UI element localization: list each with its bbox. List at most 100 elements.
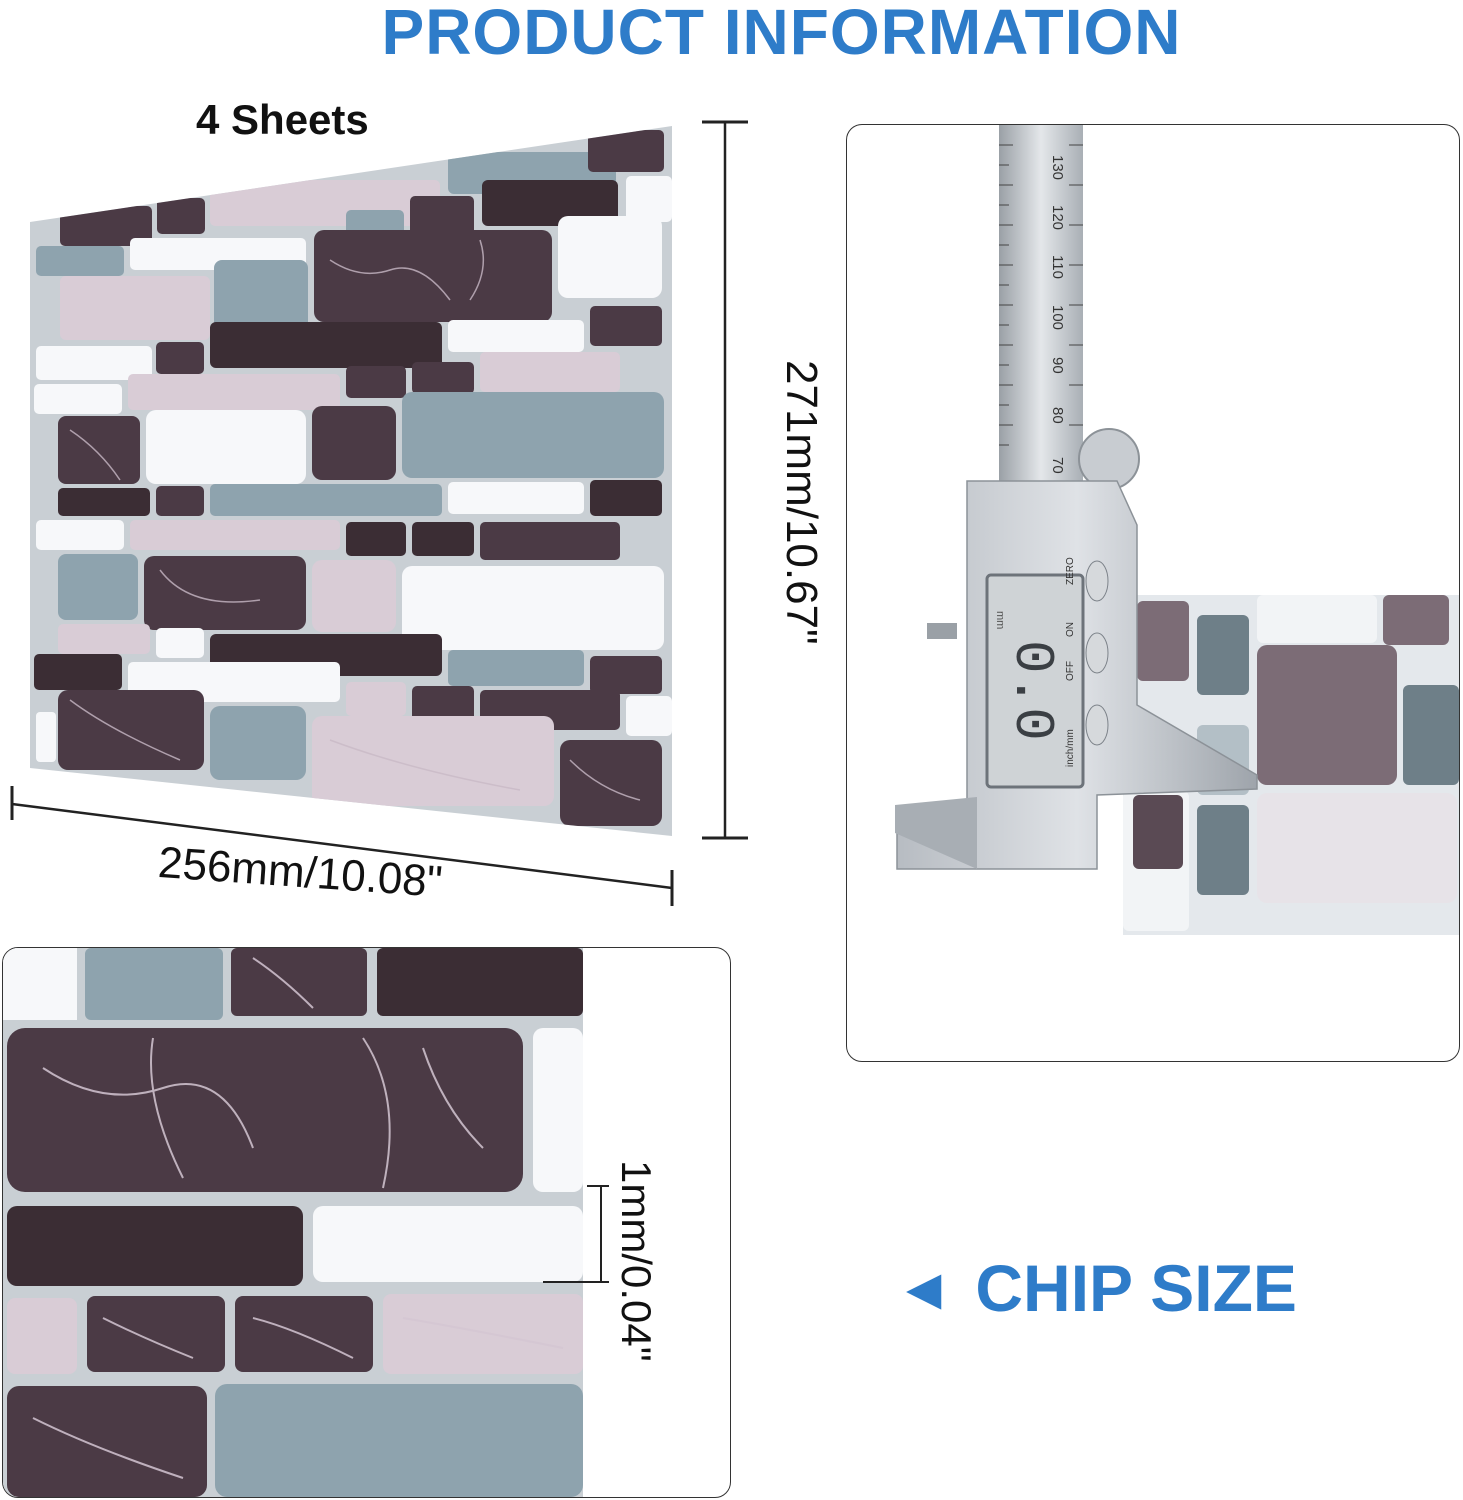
tile-dark: [1257, 645, 1397, 785]
tile-dark: [346, 366, 406, 398]
tile-dark: [34, 654, 122, 690]
tile-white: [313, 1206, 583, 1282]
tile-grey: [210, 484, 442, 516]
tile-grey: [215, 1384, 583, 1497]
chip-size-heading: ◀ CHIP SIZE: [906, 1250, 1297, 1326]
caliper-illustration: 130 120 110 100 90 80 70 mm 0.0 ZERO ON …: [895, 125, 1459, 935]
tile-dark: [60, 206, 152, 246]
tile-dark: [7, 1206, 303, 1286]
tile-dark: [588, 130, 664, 172]
tile-pink: [1257, 793, 1457, 903]
thumb-roller: [1078, 428, 1140, 490]
tile-dark: [144, 556, 306, 630]
scale-label-80: 80: [1049, 407, 1066, 424]
tile-dark: [58, 416, 140, 484]
tile-white: [533, 1028, 583, 1192]
tile-pink: [7, 1298, 77, 1374]
tile-dark: [156, 342, 204, 374]
tile-white: [36, 712, 56, 762]
tile-dark: [480, 522, 620, 560]
tile-grey: [448, 650, 584, 686]
tile-white: [626, 176, 672, 222]
tile-pink: [58, 624, 150, 654]
width-dimension-line: [11, 802, 673, 890]
tile-dark: [312, 406, 396, 480]
tile-white: [146, 410, 306, 484]
tile-white: [448, 482, 584, 514]
tile-dark: [412, 362, 474, 394]
tile-dark: [560, 740, 662, 826]
tile-dark: [590, 306, 662, 346]
tile-grey: [214, 260, 308, 332]
tile-white: [448, 320, 584, 352]
tile-grey: [210, 706, 306, 780]
tile-dark: [412, 522, 474, 556]
tile-grey: [85, 948, 223, 1020]
scale-label-130: 130: [1049, 155, 1066, 180]
sheets-count-label: 4 Sheets: [196, 96, 369, 143]
tile-dark: [314, 230, 552, 322]
tile-pink: [210, 180, 440, 226]
tile-dark: [590, 480, 662, 516]
tile-pink: [130, 520, 340, 550]
arrow-left-icon: ◀: [906, 1262, 942, 1314]
scale-label-110: 110: [1049, 255, 1066, 279]
tile-grey: [1197, 805, 1249, 895]
tile-white: [34, 384, 122, 414]
tile-pink: [312, 716, 554, 806]
tile-pink: [128, 374, 340, 410]
display-reading: 0.0: [1000, 640, 1064, 741]
tile-dark: [231, 948, 367, 1016]
tile-grey: [1197, 615, 1249, 695]
tile-dark: [346, 522, 406, 556]
tile-dark: [482, 180, 618, 226]
tile-dark: [87, 1296, 225, 1372]
tile-closeup-panel: [2, 947, 731, 1498]
tile-dark: [1137, 601, 1189, 681]
off-label: OFF: [1065, 661, 1076, 681]
tile-pink: [383, 1294, 583, 1374]
marble-veins: [69, 239, 641, 801]
caliper-scale-labels: 130 120 110 100 90 80 70: [1049, 155, 1066, 474]
scale-label-70: 70: [1049, 457, 1066, 474]
zero-button[interactable]: [1085, 560, 1109, 602]
tile-dark: [156, 486, 204, 516]
tile-white: [156, 628, 204, 658]
tile-dark: [7, 1386, 207, 1497]
tile-dark: [1133, 795, 1183, 869]
caliper-button-labels: ZERO ON OFF inch/mm: [1065, 557, 1076, 767]
caliper-jaw: [895, 797, 977, 869]
tile-white: [626, 696, 672, 736]
height-dimension-label: 271mm/10.67": [777, 360, 826, 645]
display-unit: mm: [994, 611, 1006, 629]
unit-button[interactable]: [1085, 704, 1109, 746]
tile-white: [36, 520, 124, 550]
on-off-button[interactable]: [1085, 632, 1109, 674]
chip-size-label: CHIP SIZE: [975, 1251, 1297, 1325]
tile-dark: [7, 1028, 523, 1192]
lock-screw: [927, 623, 957, 639]
scale-label-120: 120: [1049, 205, 1066, 230]
caliper-beam: [999, 125, 1083, 545]
tile-dark: [58, 488, 150, 516]
marble-veins: [32, 957, 564, 1479]
tile-dark: [412, 686, 474, 722]
zero-label: ZERO: [1065, 557, 1076, 585]
tile-grey: [58, 554, 138, 620]
caliper-scale-ticks: [999, 144, 1083, 446]
tile-dark: [590, 656, 662, 694]
tile-dark: [157, 198, 205, 234]
tile-closeup-illustration: [3, 948, 609, 1497]
tile-white: [1257, 595, 1377, 643]
tile-pink: [480, 352, 620, 392]
tile-pink: [60, 276, 210, 340]
tile-white: [558, 216, 662, 298]
tile-dark: [235, 1296, 373, 1372]
caliper-photo-panel: 130 120 110 100 90 80 70 mm 0.0 ZERO ON …: [846, 124, 1460, 1062]
tile-dark: [58, 690, 204, 770]
tile-dark: [410, 196, 474, 236]
page-title: PRODUCT INFORMATION: [381, 0, 1182, 68]
tile-pink: [346, 682, 406, 716]
tile-white: [402, 566, 664, 650]
tile-dark: [210, 322, 442, 368]
